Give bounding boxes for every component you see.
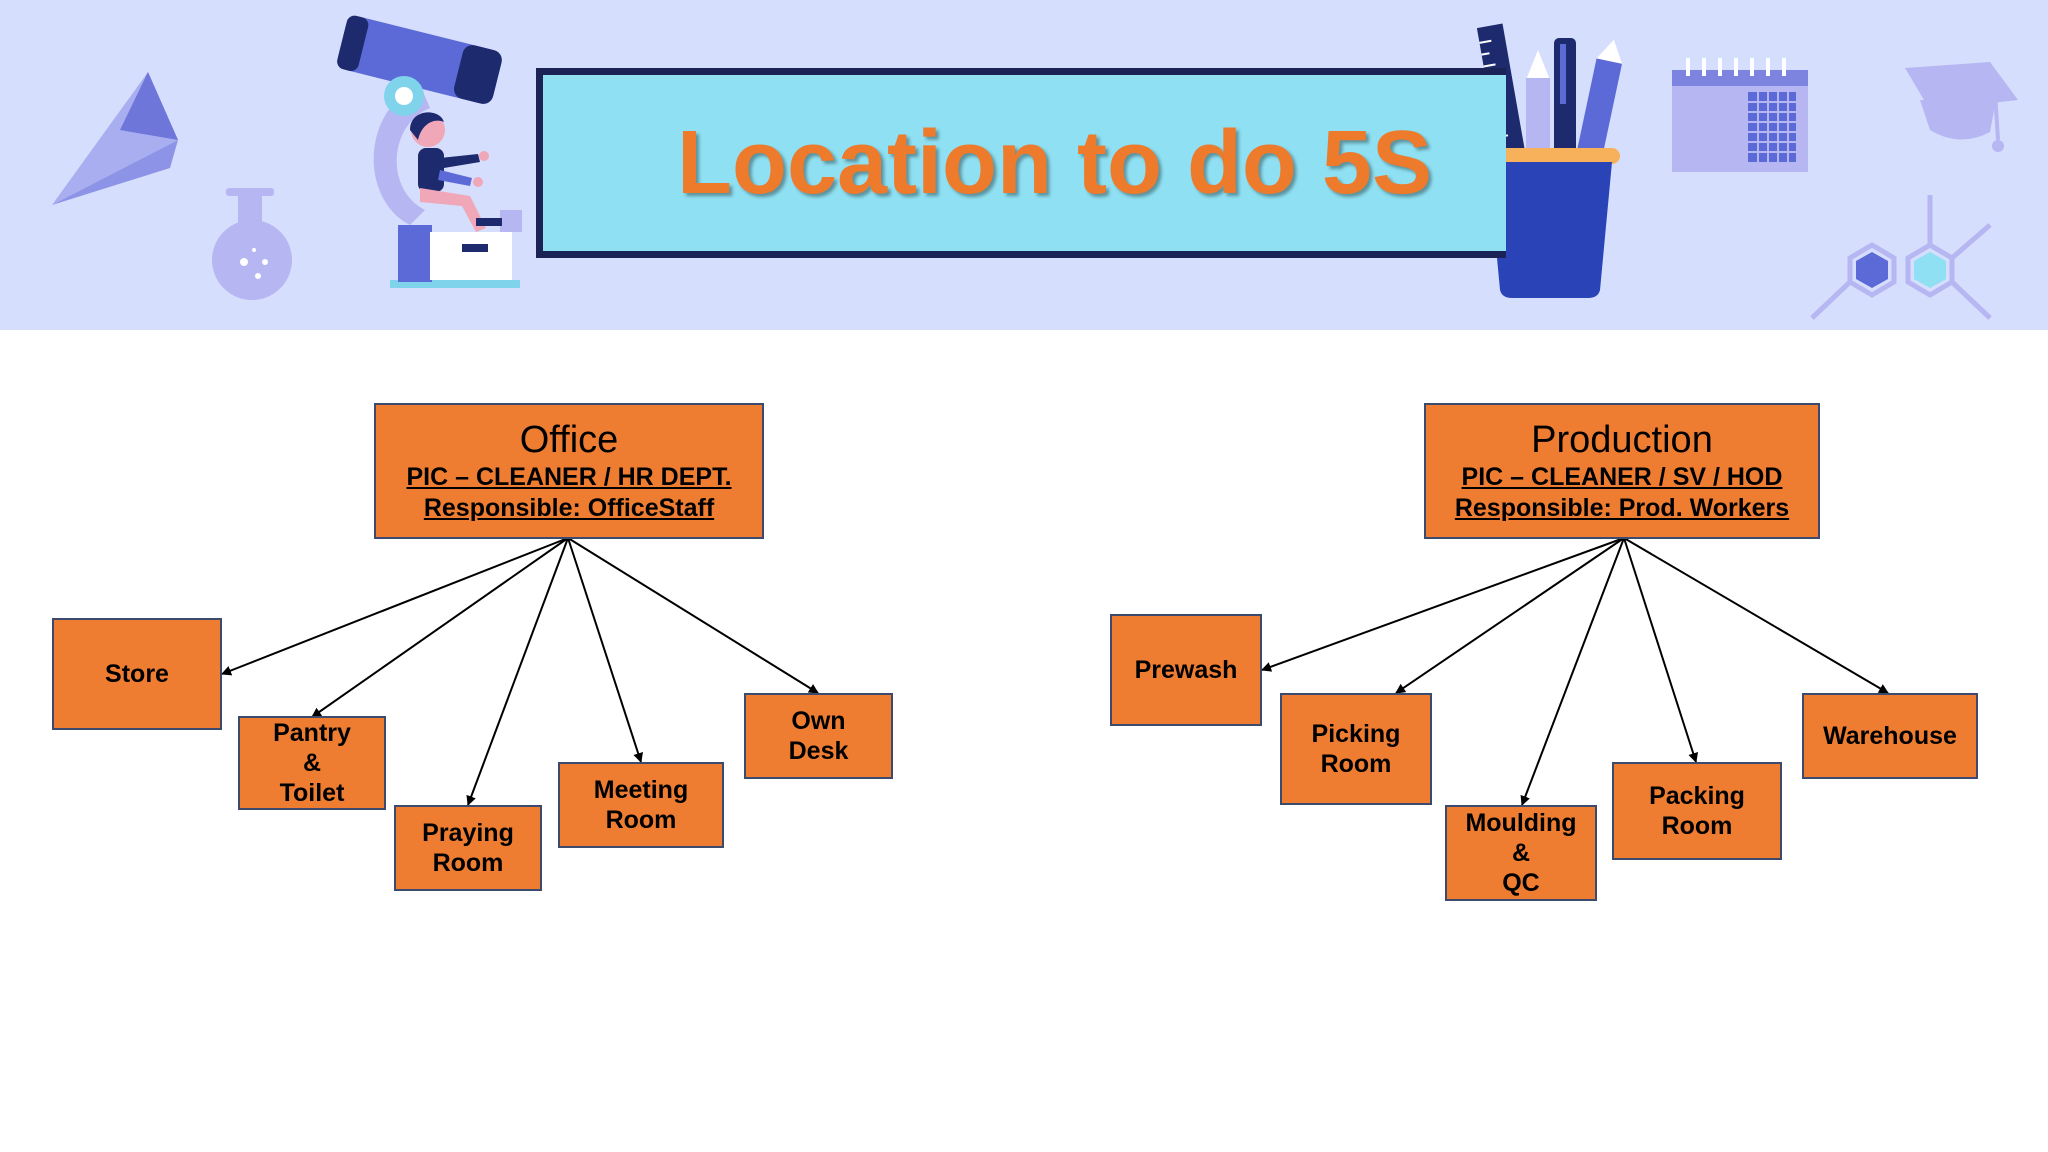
production-connector-warehouse (1623, 537, 1889, 694)
office-connector-pantry (311, 537, 569, 718)
production-pic: PIC – CLEANER / SV / HOD (1461, 463, 1783, 491)
production-connector-prewash (1261, 537, 1625, 672)
office-node-meeting-room: Meeting Room (558, 762, 724, 848)
production-node-moulding-qc: Moulding & QC (1445, 805, 1597, 901)
molecule-icon (1810, 195, 1992, 320)
office-connector-meeting (567, 537, 643, 763)
slide-title: Location to do 5S (677, 112, 1432, 213)
office-root-box: Office PIC – CLEANER / HR DEPT. Responsi… (374, 403, 764, 539)
office-pic: PIC – CLEANER / HR DEPT. (406, 463, 732, 491)
paper-plane-icon (52, 72, 178, 205)
girl-figure-icon (410, 112, 502, 252)
production-connector-picking (1395, 537, 1625, 694)
graduation-cap-icon (1905, 62, 2018, 152)
production-node-picking-room: Picking Room (1280, 693, 1432, 805)
title-box: Location to do 5S (536, 68, 1506, 258)
production-connector-packing (1623, 537, 1699, 763)
production-node-warehouse: Warehouse (1802, 693, 1978, 779)
office-node-praying-room: Praying Room (394, 805, 542, 891)
production-connector-moulding (1520, 537, 1625, 806)
flask-icon (212, 188, 292, 300)
office-connector-praying (466, 537, 569, 806)
production-node-prewash: Prewash (1110, 614, 1262, 726)
production-root-box: Production PIC – CLEANER / SV / HOD Resp… (1424, 403, 1820, 539)
office-connector-desk (567, 537, 819, 694)
office-node-pantry-toilet: Pantry & Toilet (238, 716, 386, 810)
production-node-packing-room: Packing Room (1612, 762, 1782, 860)
office-title: Office (519, 419, 619, 461)
office-connector-store (221, 537, 569, 676)
production-title: Production (1531, 419, 1713, 461)
office-responsible: Responsible: OfficeStaff (423, 494, 715, 522)
office-node-store: Store (52, 618, 222, 730)
microscope-icon (337, 15, 522, 288)
office-node-own-desk: Own Desk (744, 693, 893, 779)
production-responsible: Responsible: Prod. Workers (1454, 494, 1790, 522)
header-banner: Location to do 5S (0, 0, 2048, 330)
calendar-icon (1672, 58, 1808, 172)
